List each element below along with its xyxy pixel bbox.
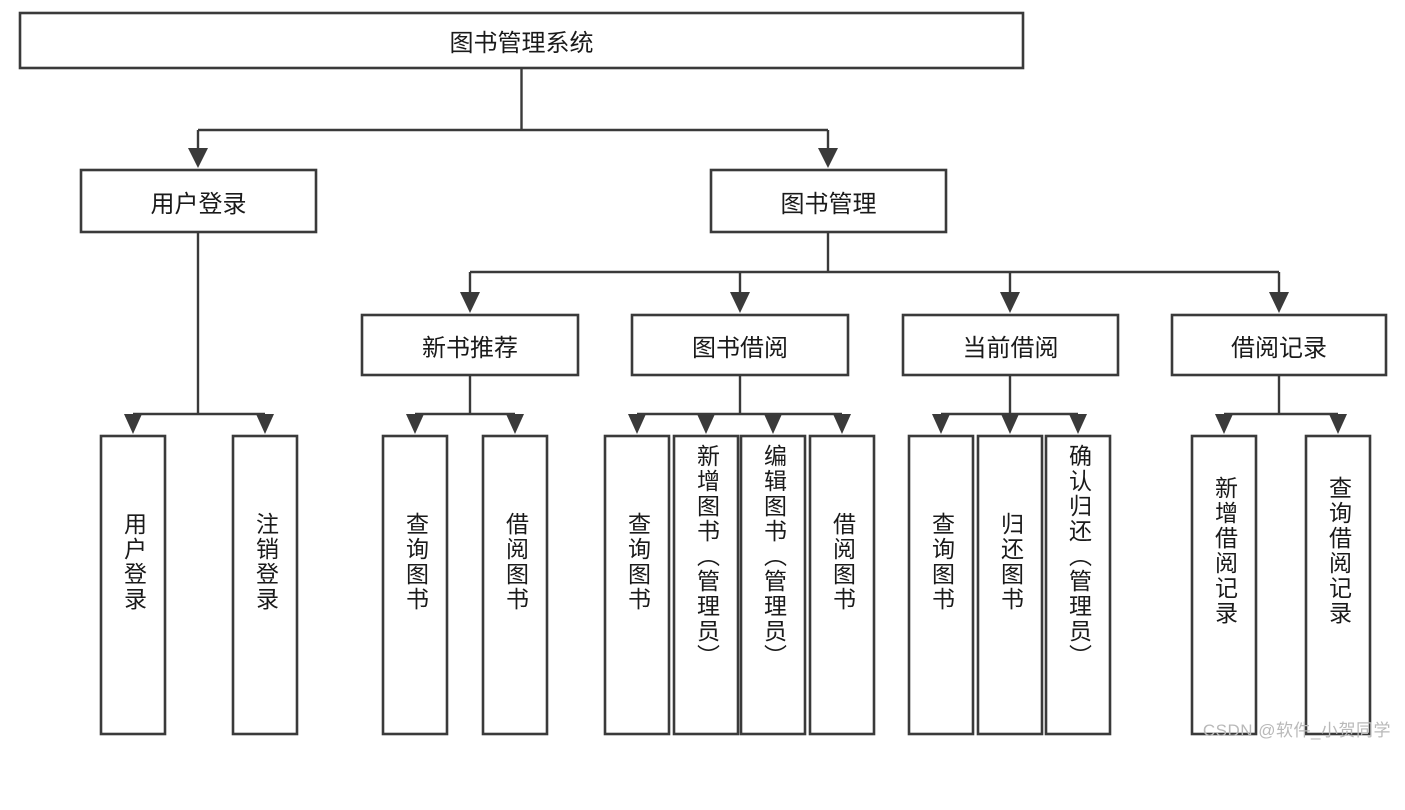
node-box-leaf-current-borrow-1[interactable]	[907, 434, 975, 736]
arrowhead-login-leaf-2	[256, 414, 274, 434]
connector-group-user-login	[124, 232, 274, 434]
node-box-new-book-recommend[interactable]	[360, 313, 580, 377]
node-box-leaf-current-borrow-2[interactable]	[976, 434, 1044, 736]
node-box-leaf-current-borrow-3[interactable]	[1044, 434, 1112, 736]
connector-group-current-borrow	[932, 375, 1087, 434]
arrowhead-to-book-borrow	[730, 292, 750, 313]
node-box-book-management[interactable]	[709, 168, 948, 234]
node-box-book-borrow[interactable]	[630, 313, 850, 377]
arrowhead-bookborrow-leaf-4	[833, 414, 851, 434]
arrowhead-borrowrecords-leaf-1	[1215, 414, 1233, 434]
node-box-leaf-borrow-records-1[interactable]	[1190, 434, 1258, 736]
node-box-borrow-records[interactable]	[1170, 313, 1388, 377]
arrowhead-currentborrow-leaf-3	[1069, 414, 1087, 434]
node-box-user-login[interactable]	[79, 168, 318, 234]
arrowhead-newbook-leaf-1	[406, 414, 424, 434]
node-box-root[interactable]	[18, 11, 1025, 70]
node-box-leaf-book-borrow-3[interactable]	[739, 434, 807, 736]
arrowhead-login-leaf-1	[124, 414, 142, 434]
connector-group-borrow-records	[1215, 375, 1347, 434]
connector-group-new-book	[406, 375, 524, 434]
diagram-canvas: 图书管理系统 用户登录 图书管理 新书推荐 图书借阅 当前借阅 借阅记录 用户登…	[18, 11, 1391, 740]
arrowhead-newbook-leaf-2	[506, 414, 524, 434]
node-box-leaf-book-borrow-2[interactable]	[672, 434, 740, 736]
node-box-leaf-user-login-2[interactable]	[231, 434, 299, 736]
arrowhead-to-user-login	[188, 148, 208, 168]
arrowhead-to-book-management	[818, 148, 838, 168]
node-box-leaf-new-book-2[interactable]	[481, 434, 549, 736]
arrowhead-currentborrow-leaf-2	[1001, 414, 1019, 434]
arrowhead-bookborrow-leaf-2	[697, 414, 715, 434]
connector-group-root	[188, 68, 838, 168]
node-box-leaf-user-login-1[interactable]	[99, 434, 167, 736]
arrowhead-borrowrecords-leaf-2	[1329, 414, 1347, 434]
arrowhead-bookborrow-leaf-3	[764, 414, 782, 434]
connector-group-book-management	[460, 232, 1289, 313]
connector-group-book-borrow	[628, 375, 851, 434]
arrowhead-to-current-borrow	[1000, 292, 1020, 313]
node-box-leaf-borrow-records-2[interactable]	[1304, 434, 1372, 736]
node-box-leaf-book-borrow-1[interactable]	[603, 434, 671, 736]
diagram-svg	[18, 11, 1388, 736]
node-box-leaf-new-book-1[interactable]	[381, 434, 449, 736]
arrowhead-currentborrow-leaf-1	[932, 414, 950, 434]
arrowhead-bookborrow-leaf-1	[628, 414, 646, 434]
arrowhead-to-new-book	[460, 292, 480, 313]
arrowhead-to-borrow-records	[1269, 292, 1289, 313]
node-box-leaf-book-borrow-4[interactable]	[808, 434, 876, 736]
node-box-current-borrow[interactable]	[901, 313, 1120, 377]
